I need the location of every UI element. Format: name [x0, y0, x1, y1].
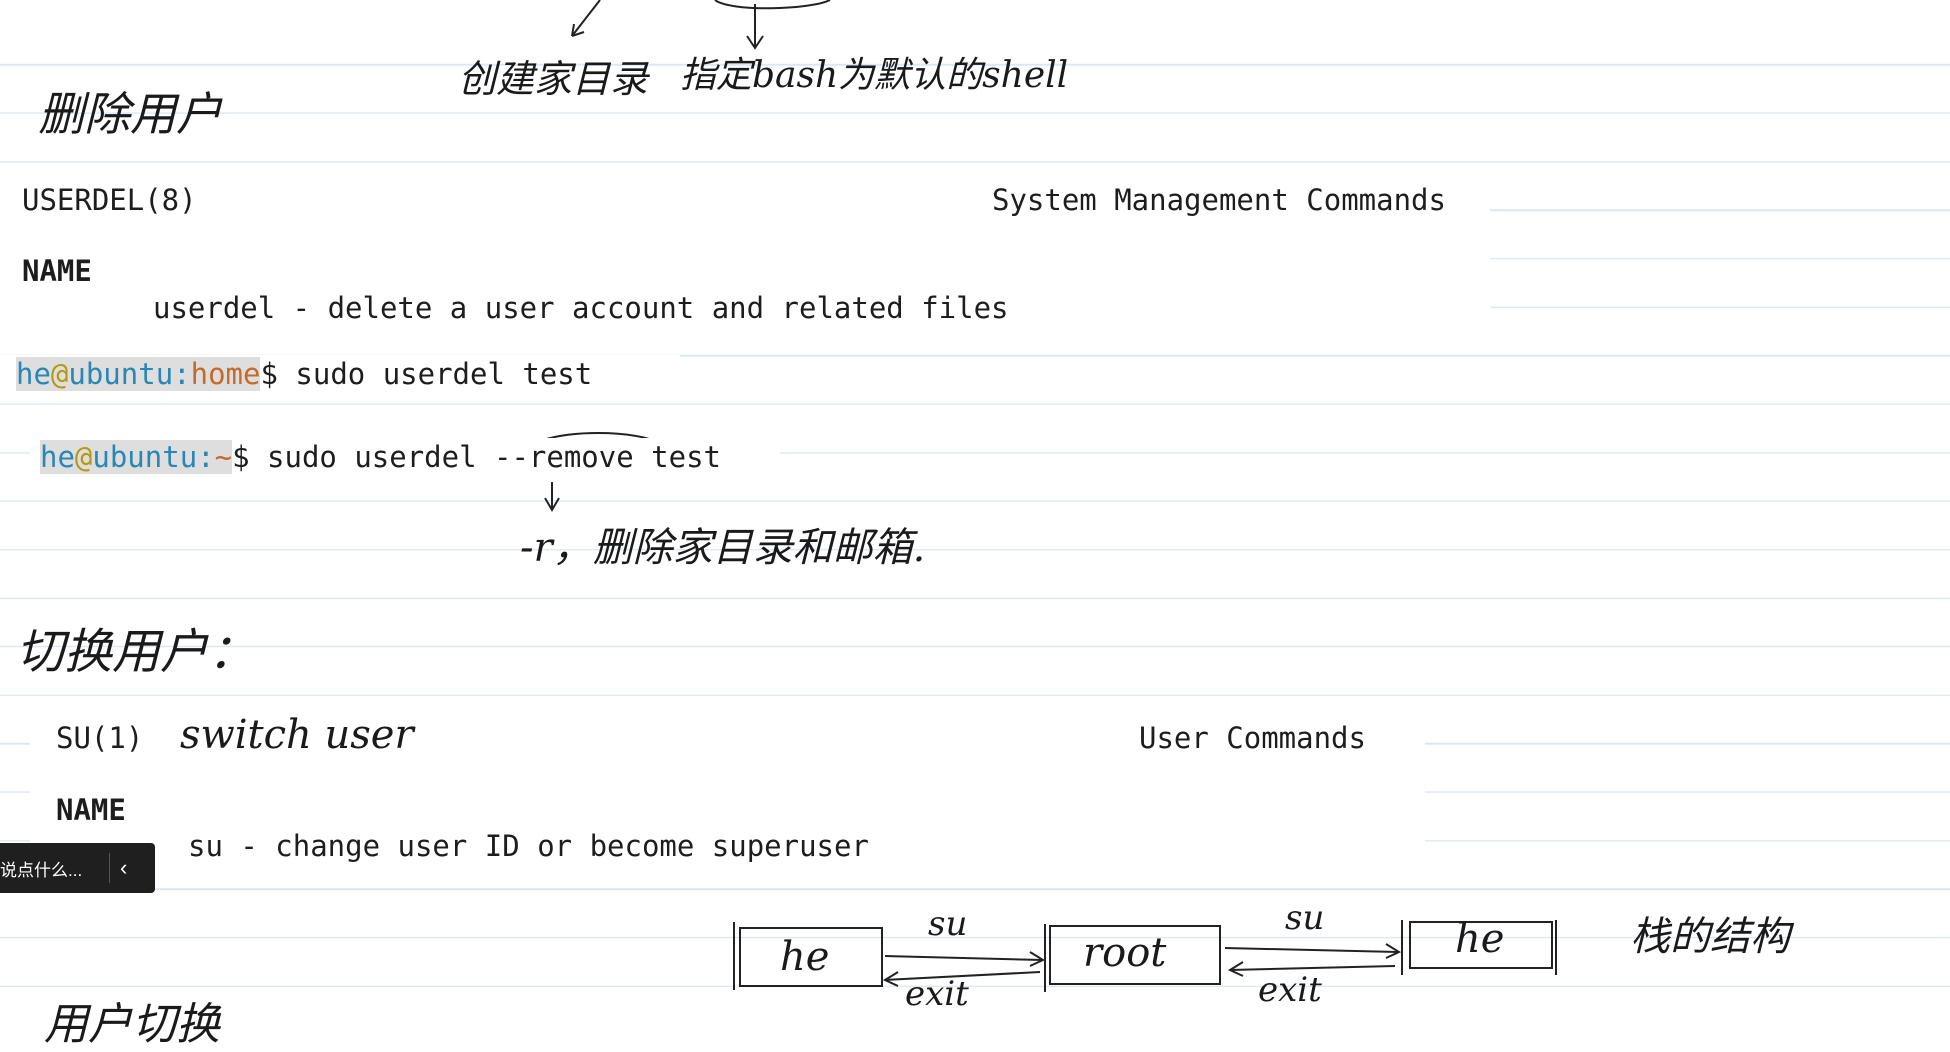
prompt-user: he — [40, 440, 75, 474]
annotation-bash-default: 指定bash为默认的shell — [680, 55, 1069, 96]
userdel-man-title-right: System Management Commands — [992, 183, 1446, 217]
heading-switch-user: 切换用户： — [16, 624, 257, 680]
userdel-man-block — [0, 170, 1490, 330]
userdel-name-heading: NAME — [22, 254, 92, 288]
diagram-arrow1-su: su — [928, 904, 968, 944]
terminal-command: sudo userdel test — [277, 357, 593, 391]
su-description: su - change user ID or become superuser — [188, 829, 869, 863]
terminal-command-pre: sudo userdel — [249, 440, 494, 474]
comment-placeholder[interactable]: 说点什么... — [0, 860, 83, 880]
terminal-line-1: he@ubuntu:home$ sudo userdel test — [16, 357, 592, 391]
prompt-at: @ — [50, 357, 69, 391]
su-name-heading: NAME — [56, 793, 126, 827]
prompt-dollar: $ — [260, 357, 278, 391]
terminal-line-2: he@ubuntu:~$ sudo userdel --remove test — [40, 440, 721, 474]
prompt-colon: : — [173, 357, 191, 391]
prompt-host: ubuntu — [68, 357, 174, 391]
comment-toast[interactable]: 说点什么... ‹ — [0, 843, 155, 893]
toast-divider — [109, 853, 110, 883]
diagram-arrow1-exit: exit — [905, 974, 969, 1014]
userdel-description: userdel - delete a user account and rela… — [153, 291, 1009, 325]
annotation-remove: -r，删除家目录和邮箱. — [520, 525, 926, 571]
collapse-chevron-icon[interactable]: ‹ — [120, 855, 128, 880]
heading-user-switch-partial: 用户切换 — [44, 999, 220, 1050]
su-man-title-left: SU(1) — [56, 721, 144, 755]
diagram-box-root: root — [1083, 930, 1167, 976]
prompt-at: @ — [74, 440, 93, 474]
diagram-arrow2-exit: exit — [1258, 970, 1322, 1010]
prompt-path: home — [190, 357, 261, 391]
annotation-create-home: 创建家目录 — [458, 57, 649, 101]
heading-delete-user: 删除用户 — [38, 87, 222, 141]
prompt-path: ~ — [214, 440, 233, 474]
annotation-switch-user: switch user — [180, 712, 414, 758]
ink-strokes — [519, 0, 1557, 992]
prompt-dollar: $ — [232, 440, 250, 474]
diagram-arrow2-su: su — [1285, 898, 1325, 938]
su-man-title-right: User Commands — [1139, 721, 1366, 755]
diagram-box-he-1: he — [780, 934, 830, 980]
prompt-colon: : — [197, 440, 215, 474]
terminal-command-post: test — [633, 440, 721, 474]
prompt-host: ubuntu — [92, 440, 198, 474]
userdel-man-title-left: USERDEL(8) — [22, 183, 197, 217]
prompt-user: he — [16, 357, 51, 391]
terminal-option-remove: --remove — [494, 440, 634, 474]
su-man-block — [30, 700, 1425, 880]
diagram-box-he-2: he — [1455, 916, 1505, 962]
annotation-stack-structure: 栈的结构 — [1630, 914, 1790, 960]
